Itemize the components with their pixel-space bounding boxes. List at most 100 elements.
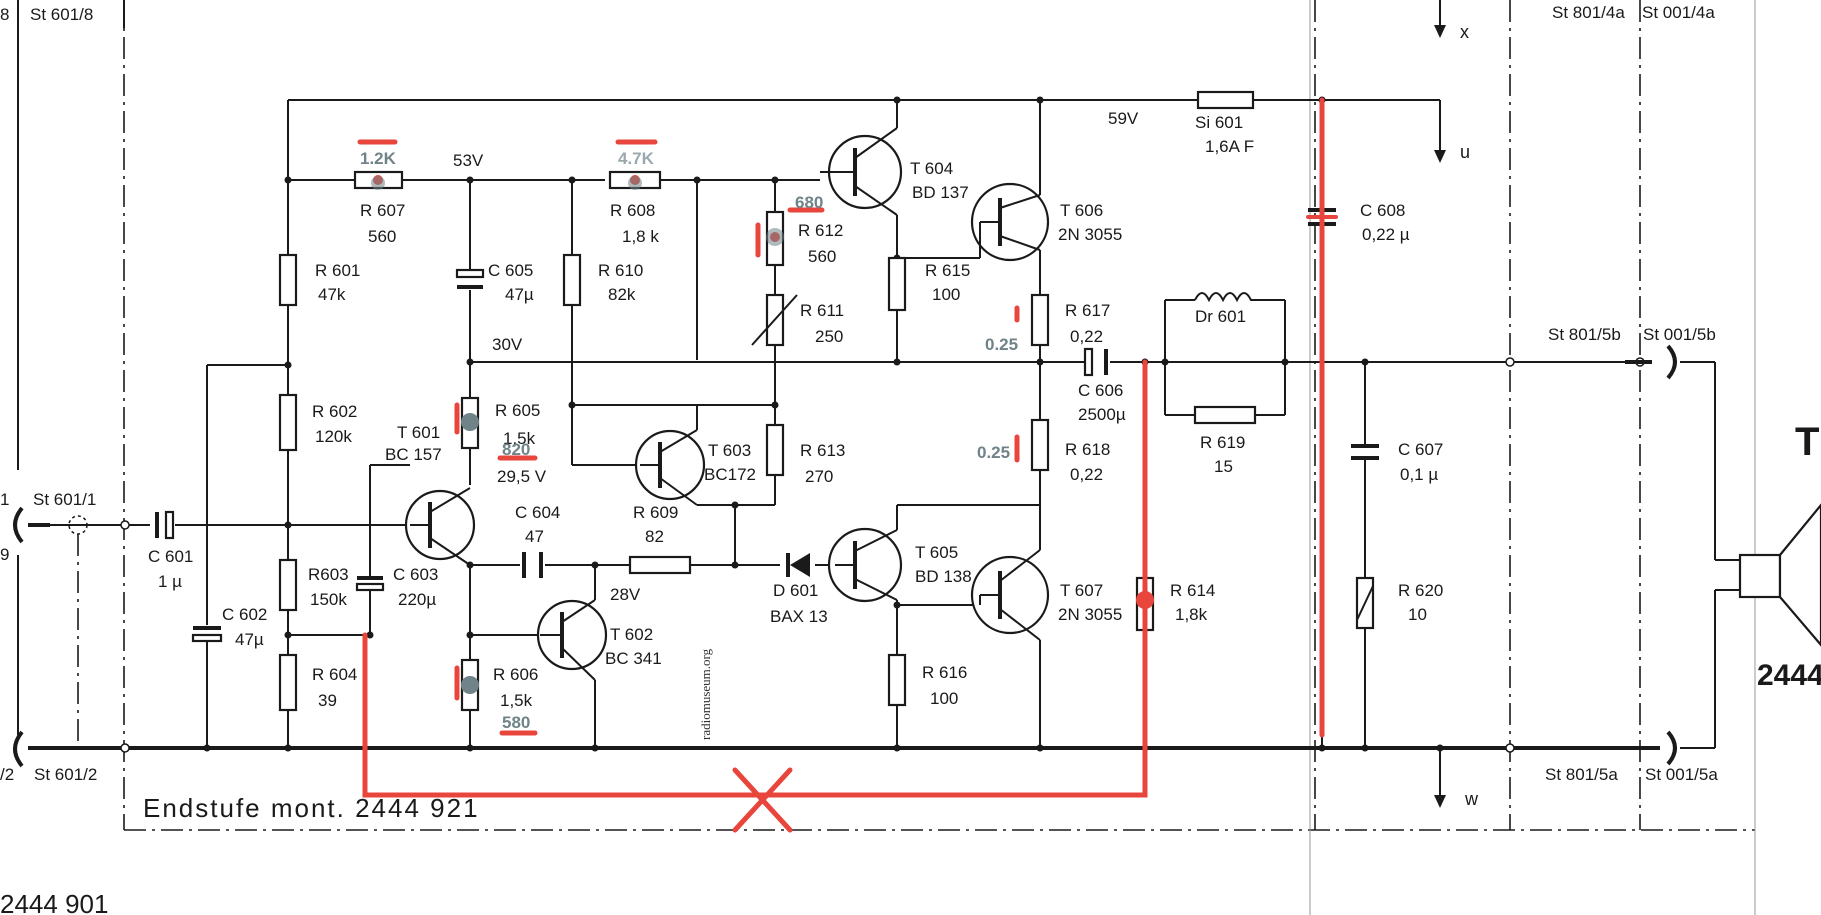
c605-ref: C 605 [488, 261, 533, 280]
r602-value: 120k [315, 427, 352, 446]
si601-ref: Si 601 [1195, 113, 1243, 132]
r619-value: 15 [1214, 457, 1233, 476]
r617-body [1030, 293, 1050, 347]
r604-value: 39 [318, 691, 337, 710]
r616-ref: R 616 [922, 663, 967, 682]
c603-value: 220µ [398, 590, 436, 609]
c602-ref: C 602 [222, 605, 267, 624]
r605-value: 1,5k [503, 429, 536, 448]
r615-value: 100 [932, 285, 960, 304]
r610-value: 82k [608, 285, 636, 304]
t607-ref: T 607 [1060, 581, 1103, 600]
r619-ref: R 619 [1200, 433, 1245, 452]
c604-symbol [522, 552, 543, 578]
connector-st601-2: St 601/2 [34, 765, 97, 784]
t603-type: BC172 [704, 465, 756, 484]
connector-st801-5b: St 801/5b [1548, 325, 1621, 344]
r601-ref: R 601 [315, 261, 360, 280]
r609-ref: R 609 [633, 503, 678, 522]
connector-st601-8: St 601/8 [30, 5, 93, 24]
c604-ref: C 604 [515, 503, 560, 522]
r608-value: 1,8 k [622, 227, 659, 246]
r601-body [278, 253, 298, 307]
r613-value: 270 [805, 467, 833, 486]
r618-ref: R 618 [1065, 440, 1110, 459]
speaker-letter: T [1795, 420, 1819, 464]
t601-type: BC 157 [385, 445, 442, 464]
connector-st001-4a: St 001/4a [1642, 3, 1715, 22]
r603-ref: R603 [308, 565, 349, 584]
dr601-choke [1194, 292, 1255, 303]
r613-body [765, 423, 785, 477]
c605-value: 47µ [505, 285, 534, 304]
note-r608: 4.7K [618, 149, 655, 168]
t604-ref: T 604 [910, 159, 953, 178]
rail-w: w [1464, 789, 1479, 809]
r611-wiper [751, 294, 798, 346]
c606-ref: C 606 [1078, 381, 1123, 400]
t607-symbol [970, 549, 1050, 641]
r618-body [1030, 418, 1050, 472]
speaker-icon [1738, 503, 1821, 647]
note-r606: 580 [502, 713, 530, 732]
speaker-ref: 2444 [1757, 659, 1821, 692]
r619-body [1193, 405, 1257, 425]
c601-symbol [155, 510, 175, 540]
c603-ref: C 603 [393, 565, 438, 584]
connector-st001-5b: St 001/5b [1643, 325, 1716, 344]
si601-value: 1,6A F [1205, 137, 1254, 156]
r610-body [562, 253, 582, 307]
t604-type: BD 137 [912, 183, 969, 202]
r607-value: 560 [368, 227, 396, 246]
t605-ref: T 605 [915, 543, 958, 562]
r615-ref: R 615 [925, 261, 970, 280]
t603-symbol [634, 405, 735, 506]
misc-parts [786, 90, 1255, 577]
c601-value: 1 µ [158, 572, 182, 591]
c607-symbol [1351, 444, 1379, 460]
edge-1: 1 [0, 490, 9, 509]
r616-body [887, 653, 907, 707]
r607-ref: R 607 [360, 201, 405, 220]
r610-ref: R 610 [598, 261, 643, 280]
c607-ref: C 607 [1398, 440, 1443, 459]
c607-value: 0,1 µ [1400, 465, 1438, 484]
c606-value: 2500µ [1078, 405, 1126, 424]
note-r612: 680 [795, 193, 823, 212]
voltage-30v: 30V [492, 335, 523, 354]
c605-symbol [455, 268, 485, 289]
connectors [13, 344, 1821, 768]
c603-symbol [355, 576, 385, 592]
t605-symbol [827, 527, 903, 603]
r604-body [278, 653, 298, 712]
t602-type: BC 341 [605, 649, 662, 668]
t606-ref: T 606 [1060, 201, 1103, 220]
voltage-59v: 59V [1108, 109, 1139, 128]
r604-ref: R 604 [312, 665, 357, 684]
mod-notes: 1.2K 4.7K 680 820 580 0.25 0.25 [360, 149, 1018, 732]
r609-value: 82 [645, 527, 664, 546]
voltage-29-5v: 29,5 V [497, 467, 547, 486]
rail-x: x [1460, 22, 1469, 42]
r608-ref: R 608 [610, 201, 655, 220]
r617-value: 0,22 [1070, 327, 1103, 346]
r605-ref: R 605 [495, 401, 540, 420]
edge-2: /2 [0, 765, 14, 784]
c608-value: 0,22 µ [1362, 225, 1410, 244]
t606-symbol [970, 182, 1050, 262]
d601-type: BAX 13 [770, 607, 828, 626]
t602-symbol [536, 599, 608, 681]
r614-ref: R 614 [1170, 581, 1215, 600]
d601-diode [786, 553, 810, 577]
t603-ref: T 603 [708, 441, 751, 460]
voltage-53v: 53V [453, 151, 484, 170]
c604-value: 47 [525, 527, 544, 546]
c602-symbol [191, 626, 223, 643]
frame [17, 0, 1756, 915]
bottom-ref: 2444 901 [0, 889, 108, 915]
edge-8: 8 [0, 5, 9, 24]
r616-value: 100 [930, 689, 958, 708]
si601-fuse [1196, 90, 1255, 110]
r602-body [278, 393, 298, 452]
rail-u: u [1460, 142, 1470, 162]
